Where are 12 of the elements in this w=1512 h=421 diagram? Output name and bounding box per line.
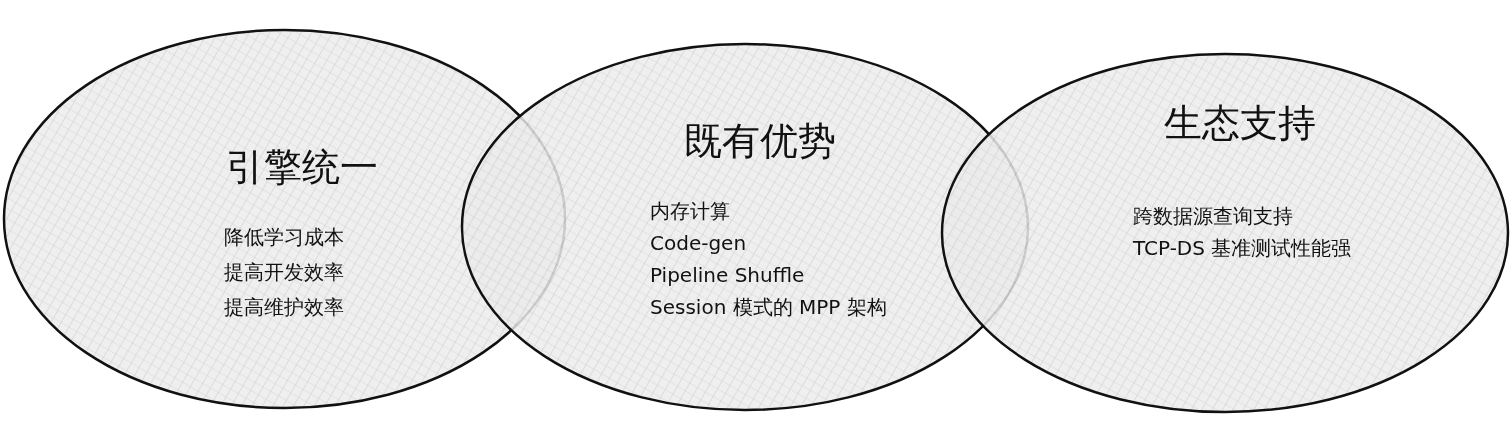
list-item: TCP-DS 基准测试性能强 bbox=[1133, 235, 1352, 262]
circle-heading: 生态支持 bbox=[1164, 100, 1316, 147]
list-item: Pipeline Shuffle bbox=[650, 262, 805, 289]
list-item: 降低学习成本 bbox=[224, 224, 344, 251]
circle-heading: 既有优势 bbox=[684, 118, 836, 165]
circle-heading: 引擎统一 bbox=[226, 144, 378, 191]
list-item: 内存计算 bbox=[650, 198, 730, 225]
list-item: 提高开发效率 bbox=[224, 259, 344, 286]
list-item: 跨数据源查询支持 bbox=[1133, 203, 1293, 230]
list-item: Session 模式的 MPP 架构 bbox=[650, 294, 887, 321]
list-item: Code-gen bbox=[650, 230, 747, 257]
list-item: 提高维护效率 bbox=[224, 294, 344, 321]
